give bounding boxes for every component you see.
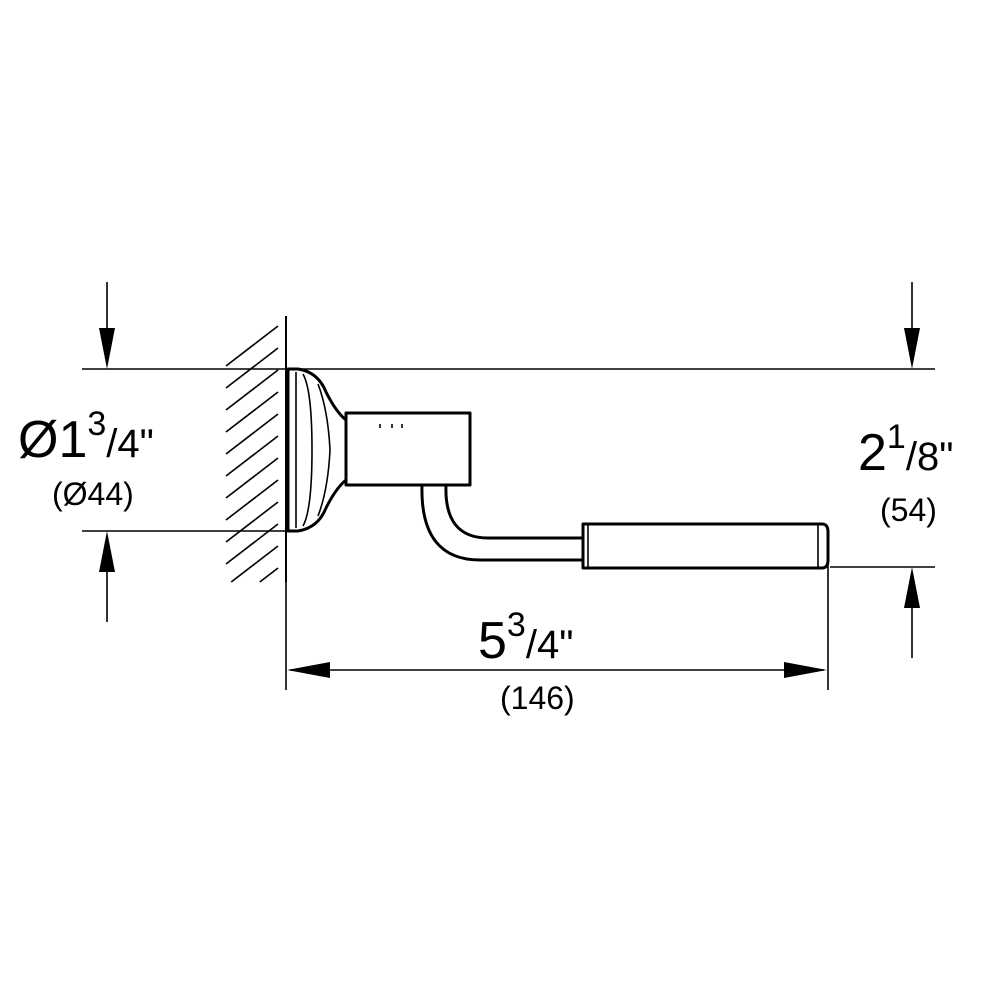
arrow-left-icon <box>287 662 330 678</box>
hatch-line <box>225 347 279 389</box>
hatch-line <box>225 435 279 477</box>
diameter-label: Ø13/4" <box>18 407 154 466</box>
grip-bar <box>581 522 830 570</box>
height-numerator: 1 <box>886 418 906 456</box>
hatch-line <box>225 501 279 543</box>
extension-lines <box>82 368 935 690</box>
hatch-line <box>225 479 279 521</box>
hatch-line <box>225 325 279 367</box>
holder-part <box>286 367 830 570</box>
length-denominator: /4" <box>525 623 574 667</box>
arrow-right-icon <box>784 662 827 678</box>
length-metric-label: (146) <box>500 680 575 716</box>
diameter-numerator: 3 <box>87 405 107 443</box>
curved-arm <box>420 483 585 562</box>
diameter-denominator: /4" <box>106 422 154 466</box>
hatch-line <box>225 413 279 455</box>
height-whole: 2 <box>858 424 887 482</box>
arrow-down-icon <box>99 328 115 369</box>
hatch-line <box>225 523 279 565</box>
height-metric-label: (54) <box>880 492 937 528</box>
height-label: 21/8" <box>858 420 953 479</box>
height-denominator: /8" <box>905 435 954 479</box>
hatch-lines <box>225 325 279 583</box>
length-numerator: 3 <box>506 606 526 644</box>
arrow-down-icon <box>904 328 920 369</box>
length-dimension-line <box>287 662 827 678</box>
hatch-line <box>225 457 279 499</box>
holder-body <box>344 411 472 487</box>
arrow-up-icon <box>904 567 920 608</box>
wall-hatching <box>225 316 287 583</box>
height-dimension-arrows <box>904 282 920 658</box>
diameter-dimension-arrows <box>99 282 115 622</box>
length-whole: 5 <box>478 612 507 670</box>
length-label: 53/4" <box>478 608 573 667</box>
hatch-line <box>230 545 279 583</box>
hatch-line <box>225 369 279 411</box>
hatch-line <box>259 567 279 583</box>
hatch-line <box>225 391 279 433</box>
diameter-metric-label: (Ø44) <box>52 476 134 512</box>
diameter-whole: Ø1 <box>18 411 88 469</box>
arrow-up-icon <box>99 531 115 572</box>
